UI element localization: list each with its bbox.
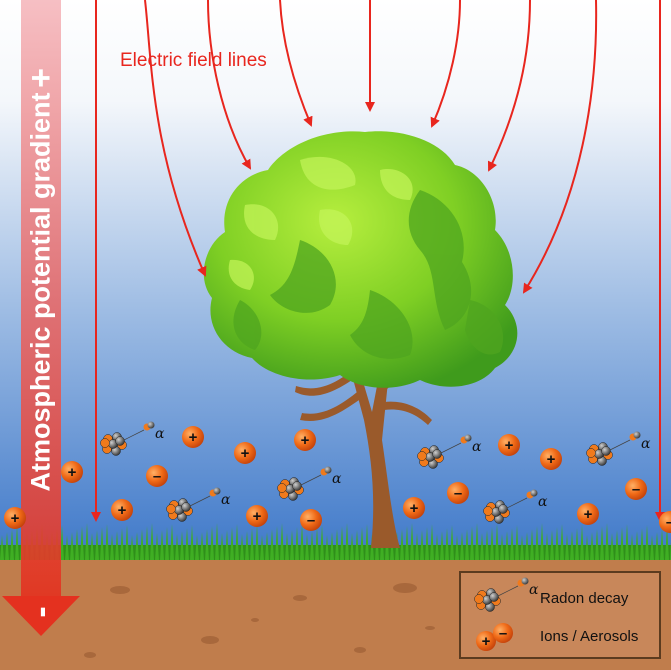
radon-decay: α [483,489,548,524]
svg-text:+: + [547,451,556,468]
svg-text:–: – [153,468,161,485]
field-line [522,0,598,294]
bottom-minus-sign: - [22,606,60,618]
svg-text:+: + [410,500,419,517]
alpha-symbol: α [221,492,231,508]
svg-text:+: + [253,508,262,525]
svg-text:+: + [118,502,127,519]
legend-ions-label: Ions / Aerosols [540,628,639,645]
positive-ion: + [4,507,26,529]
radon-decay: α [474,577,539,612]
soil-stones [84,583,435,658]
radon-decay: α [100,421,165,456]
negative-ion: – [300,509,322,531]
radon-decay: α [166,487,231,522]
positive-ion: + [234,442,256,464]
particles: α α α α α α + + + + + + + + + + + – – – – – [4,421,671,533]
radon-decay: α [417,434,482,469]
gradient-label: Atmospheric potential gradient [25,92,56,492]
positive-ion: + [111,499,133,521]
field-line [487,0,531,172]
field-line [144,0,207,277]
legend: Radon decay Ions / Aerosols [459,571,661,659]
svg-text:+: + [505,437,514,454]
grass [0,523,671,560]
positive-ion: + [498,434,520,456]
positive-ion: + [294,429,316,451]
svg-text:+: + [189,429,198,446]
svg-text:–: – [307,512,315,529]
positive-ion: + [182,426,204,448]
svg-text:+: + [241,445,250,462]
radon-decay: α [277,466,342,501]
svg-text:+: + [11,510,20,527]
field-line [207,0,252,170]
alpha-symbol: α [529,582,539,598]
svg-text:–: – [499,625,507,642]
svg-text:–: – [666,514,671,531]
negative-ion: – [625,478,647,500]
positive-ion: + [476,631,496,651]
alpha-symbol: α [472,439,482,455]
electric-field-lines [91,0,665,522]
positive-ion: + [246,505,268,527]
svg-text:+: + [68,464,77,481]
legend-radon-label: Radon decay [540,590,629,607]
svg-text:–: – [454,485,462,502]
alpha-symbol: α [155,426,165,442]
alpha-symbol: α [641,436,651,452]
potential-gradient-arrow [2,0,80,636]
tree-foliage [203,131,518,388]
negative-ion: – [659,511,671,533]
negative-ion: – [447,482,469,504]
positive-ion: + [61,461,83,483]
field-line [430,0,461,128]
positive-ion: + [403,497,425,519]
svg-text:–: – [632,481,640,498]
negative-ion: – [493,623,513,643]
svg-text:+: + [301,432,310,449]
positive-ion: + [540,448,562,470]
alpha-symbol: α [332,471,342,487]
alpha-symbol: α [538,494,548,510]
svg-text:+: + [584,506,593,523]
positive-ion: + [577,503,599,525]
field-lines-label: Electric field lines [120,50,267,71]
top-plus-sign: + [22,68,60,88]
negative-ion: – [146,465,168,487]
legend-icons: α +– [474,577,539,651]
svg-text:+: + [482,633,491,650]
field-line [279,0,313,127]
radon-decay: α [586,431,651,466]
